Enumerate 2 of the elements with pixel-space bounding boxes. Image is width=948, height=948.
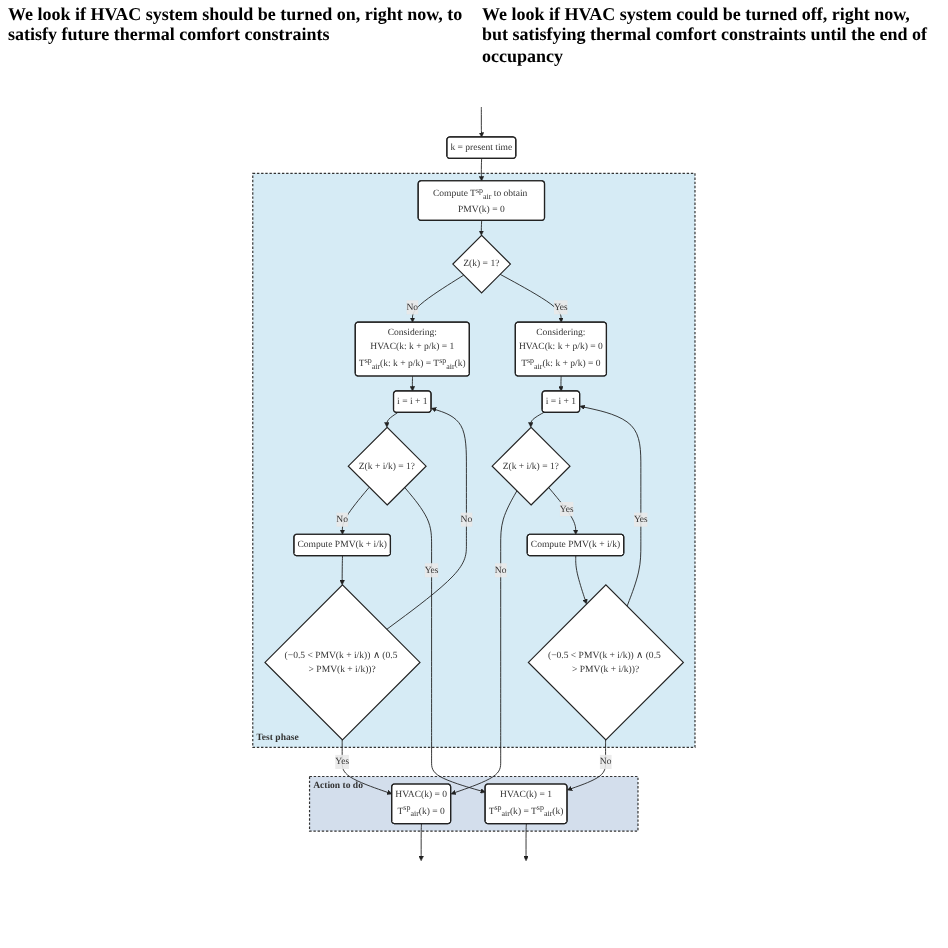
- note-text: We look if HVAC system should be turned on, right now, to satisfy future thermal comfort constraints: [8, 4, 465, 49]
- note-text: We look if HVAC system could be turned off, right now, but satisfying thermal comfort constraints until the end of occupancy: [482, 4, 930, 67]
